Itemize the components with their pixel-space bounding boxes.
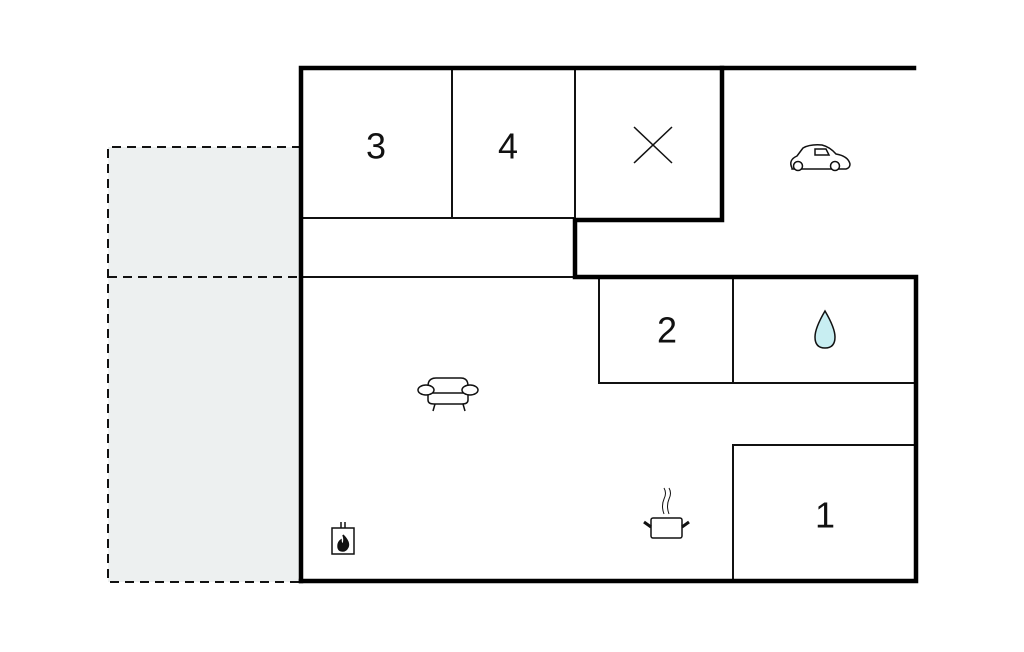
water-drop-icon (814, 309, 836, 349)
exterior-walls (298, 65, 919, 584)
terrace-area (107, 146, 301, 583)
sofa-icon (417, 377, 479, 412)
cooking-pot-icon (643, 487, 690, 539)
room-label-3: 3 (366, 126, 386, 167)
fireplace-icon (331, 522, 355, 555)
car-icon (790, 144, 851, 172)
room-label-2: 2 (657, 310, 677, 351)
room-label-1: 1 (815, 495, 835, 536)
room-label-4: 4 (498, 126, 518, 167)
interior-walls (301, 68, 916, 581)
x-mark-icon (633, 126, 673, 164)
